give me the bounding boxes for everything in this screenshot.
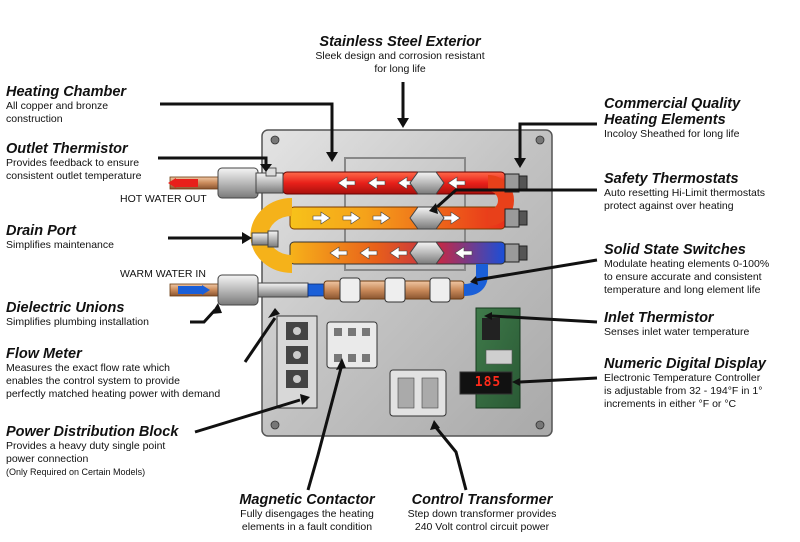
label-desc: Sleek design and corrosion resistant (315, 50, 485, 62)
label-drain-port: Drain Port Simplifies maintenance (6, 223, 166, 252)
label-commercial-heating-elements: Commercial Quality Heating Elements Inco… (604, 96, 794, 141)
label-numeric-digital-display: Numeric Digital Display Electronic Tempe… (604, 356, 798, 411)
label-title: Inlet Thermistor (604, 310, 714, 326)
label-inlet-thermistor: Inlet Thermistor Senses inlet water temp… (604, 310, 794, 339)
numeric-display-readout: 185 (474, 375, 502, 390)
label-title: Heating Elements (604, 112, 726, 128)
label-title: Power Distribution Block (6, 424, 179, 440)
label-desc: Fully disengages the heating (240, 508, 374, 520)
solid-state-switches (339, 277, 451, 303)
label-desc: temperature and long element life (604, 284, 761, 296)
label-title: Flow Meter (6, 346, 82, 362)
safety-thermostats (409, 171, 445, 265)
label-magnetic-contactor: Magnetic Contactor Fully disengages the … (222, 492, 392, 534)
label-desc: is adjustable from 32 - 194°F in 1° (604, 385, 763, 397)
heating-element-terminals (504, 173, 528, 263)
label-flow-meter: Flow Meter Measures the exact flow rate … (6, 346, 251, 401)
label-desc: Provides a heavy duty single point (6, 440, 166, 452)
label-desc: Measures the exact flow rate which (6, 362, 170, 374)
label-title: Numeric Digital Display (604, 356, 766, 372)
label-desc: power connection (6, 453, 89, 465)
control-transformer (389, 369, 447, 417)
label-desc: perfectly matched heating power with dem… (6, 388, 221, 400)
label-desc: Simplifies maintenance (6, 239, 114, 251)
label-title: Safety Thermostats (604, 171, 739, 187)
label-outlet-thermistor: Outlet Thermistor Provides feedback to e… (6, 141, 176, 183)
label-title: Stainless Steel Exterior (319, 34, 481, 50)
label-control-transformer: Control Transformer Step down transforme… (392, 492, 572, 534)
warm-water-in-label: WARM WATER IN (120, 268, 206, 280)
label-title: Commercial Quality (604, 96, 741, 112)
label-stainless-steel-exterior: Stainless Steel Exterior Sleek design an… (290, 34, 510, 76)
label-note: (Only Required on Certain Models) (6, 467, 146, 477)
pointer-lines (158, 82, 598, 491)
label-desc: consistent outlet temperature (6, 170, 142, 182)
label-desc: 240 Volt control circuit power (414, 521, 550, 533)
control-board (459, 307, 521, 409)
label-desc: Provides feedback to ensure (6, 157, 140, 169)
label-title: Control Transformer (411, 492, 553, 508)
label-dielectric-unions: Dielectric Unions Simplifies plumbing in… (6, 300, 196, 329)
label-desc: Incoloy Sheathed for long life (604, 128, 740, 140)
label-power-distribution-block: Power Distribution Block Provides a heav… (6, 424, 206, 478)
label-title: Drain Port (6, 223, 77, 239)
label-desc: protect against over heating (604, 200, 734, 212)
panel-screws (270, 135, 545, 430)
label-title: Outlet Thermistor (6, 141, 128, 157)
label-desc: All copper and bronze (6, 100, 109, 112)
label-heating-chamber: Heating Chamber All copper and bronze co… (6, 84, 166, 126)
outlet-pipe (168, 167, 284, 199)
label-desc: Modulate heating elements 0-100% (604, 258, 770, 270)
label-desc: Senses inlet water temperature (604, 326, 750, 338)
power-distribution-block (276, 315, 318, 409)
label-desc: enables the control system to provide (6, 375, 180, 387)
label-desc: to ensure accurate and consistent (604, 271, 762, 283)
label-desc: construction (6, 113, 63, 125)
magnetic-contactor (326, 321, 378, 369)
label-title: Solid State Switches (604, 242, 746, 258)
label-solid-state-switches: Solid State Switches Modulate heating el… (604, 242, 794, 297)
label-title: Heating Chamber (6, 84, 127, 100)
label-desc: for long life (374, 63, 426, 75)
label-title: Dielectric Unions (6, 300, 125, 316)
hot-water-out-label: HOT WATER OUT (120, 193, 207, 205)
pointer-arrowheads (211, 118, 526, 430)
label-safety-thermostats: Safety Thermostats Auto resetting Hi-Lim… (604, 171, 794, 213)
label-desc: Auto resetting Hi-Limit thermostats (604, 187, 766, 199)
label-desc: increments in either °F or °C (604, 398, 737, 410)
flow-arrows (312, 176, 473, 260)
label-desc: Step down transformer provides (407, 508, 557, 520)
label-desc: Simplifies plumbing installation (6, 316, 149, 328)
drain-port (251, 230, 279, 248)
label-title: Magnetic Contactor (239, 492, 375, 508)
label-desc: elements in a fault condition (241, 521, 373, 533)
label-desc: Electronic Temperature Controller (604, 372, 761, 384)
